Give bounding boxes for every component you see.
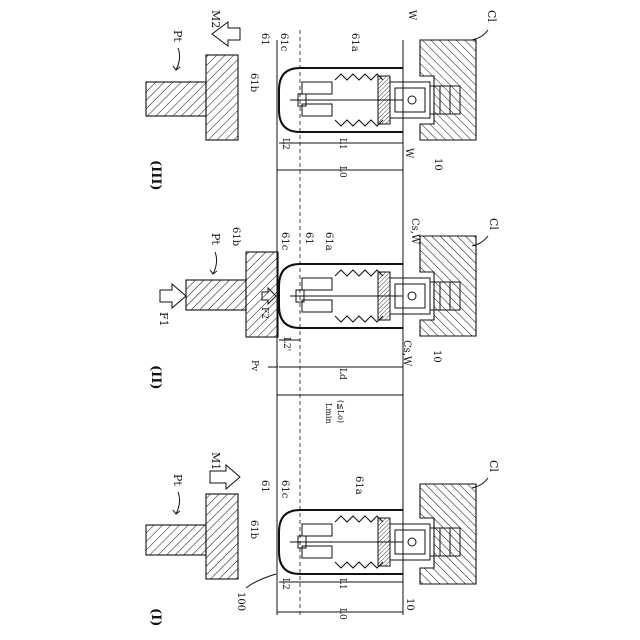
ref61a-iii: 61a (349, 33, 360, 52)
stage-iii: (III) Pt M2 Cl 61 61c 61a 61b W W (146, 10, 498, 191)
punch-leader-iii (173, 48, 180, 70)
collar-ii (378, 272, 390, 320)
dim-l0-label-iii: L0 (337, 166, 347, 178)
cl-label-iii: Cl (485, 10, 498, 22)
cl-label-ii: Cl (487, 218, 500, 230)
ref10-iii: 10 (432, 158, 443, 171)
spring-ii-bot (335, 316, 383, 322)
arrow-m1-label: M1 (209, 452, 222, 470)
spring-ii-top (335, 270, 383, 276)
arrow-f1-label: F1 (157, 312, 170, 327)
spring-i-top (335, 516, 383, 522)
punch-leader-ii (210, 252, 217, 274)
pin-iii (408, 96, 416, 104)
stage-ii-title: (II) (148, 365, 163, 389)
dim-l2-label-i: L2 (280, 578, 290, 590)
ref61c-i: 61c (279, 480, 290, 499)
dim-lmin-sub-ii: (≦Lo) (336, 400, 345, 423)
pin-i (408, 538, 416, 546)
refW-bot-iii: W (403, 148, 414, 159)
ref61-ii: 61 (303, 232, 314, 245)
stage-i-title: (I) (148, 608, 163, 626)
inner-sleeve2-ii (302, 300, 332, 312)
refCsW-bot-ii: Cs,W (401, 340, 412, 367)
punch-stem-ii (186, 280, 246, 310)
ref61b-iii: 61b (248, 73, 259, 92)
collar-iii (378, 76, 390, 124)
stage-i: (I) Pt M1 Cl 61 61c 61a 61b 100 (146, 452, 500, 626)
dim-lmin-label-ii: Lmin (324, 403, 333, 424)
collar-i (378, 518, 390, 566)
ref61a-ii: 61a (323, 232, 334, 251)
inner-sleeve-iii (302, 82, 332, 94)
ref61c-ii: 61c (279, 232, 290, 251)
refCsW-top-ii: Cs,W (409, 218, 420, 245)
punch-stem-iii (146, 82, 206, 116)
dim-l2-label-iii: L2 (280, 138, 290, 150)
arrow-m2-label: M2 (209, 10, 222, 28)
ref61-i: 61 (259, 480, 270, 493)
base-cl-i (420, 484, 476, 584)
ref10-ii: 10 (431, 350, 442, 363)
dim-l2p-label-ii: L2' (281, 337, 291, 351)
dim-l1-label-i: L1 (337, 578, 347, 590)
dim-l0-label-i: L0 (337, 608, 347, 620)
punch-leader-i (173, 492, 180, 514)
cl-label-i: Cl (487, 460, 500, 472)
ref100-leader-i (246, 574, 276, 588)
ref61a-i: 61a (353, 476, 364, 495)
punch-stem-i (146, 525, 206, 555)
spring-iii-bot (335, 120, 383, 126)
punch-head-iii (206, 55, 238, 140)
refW-top-iii: W (406, 10, 417, 21)
ref61b-i: 61b (248, 520, 259, 539)
ref100-i: 100 (235, 592, 246, 611)
inner-sleeve-i (302, 524, 332, 536)
punch-head-i (206, 494, 238, 579)
punch-label-i: Pt (171, 474, 184, 486)
ref61c-iii: 61c (278, 33, 289, 52)
dim-l1-label-iii: L1 (337, 138, 347, 150)
arrow-f1 (160, 284, 186, 308)
dim-pv-label-ii: Pv (249, 360, 259, 372)
inner-sleeve-ii (302, 278, 332, 290)
cl-leader-iii (472, 30, 488, 40)
stage-ii: (II) Pt F1 F2 Cl 61b 61c 61 (148, 218, 500, 424)
arrow-f2-label: F2 (259, 307, 269, 319)
base-cl-iii (420, 40, 476, 140)
base-cl-ii (420, 236, 476, 336)
punch-label-ii: Pt (209, 233, 222, 245)
spring-i-bot (335, 562, 383, 568)
pin-ii (408, 292, 416, 300)
ref61-iii: 61 (259, 33, 270, 46)
spring-iii-top (335, 74, 383, 80)
dim-ld-label-ii: Ld (337, 368, 347, 380)
stage-iii-title: (III) (148, 160, 163, 191)
ref10-i: 10 (404, 598, 415, 611)
ref61b-ii: 61b (230, 227, 241, 246)
punch-label-iii: Pt (171, 30, 184, 42)
